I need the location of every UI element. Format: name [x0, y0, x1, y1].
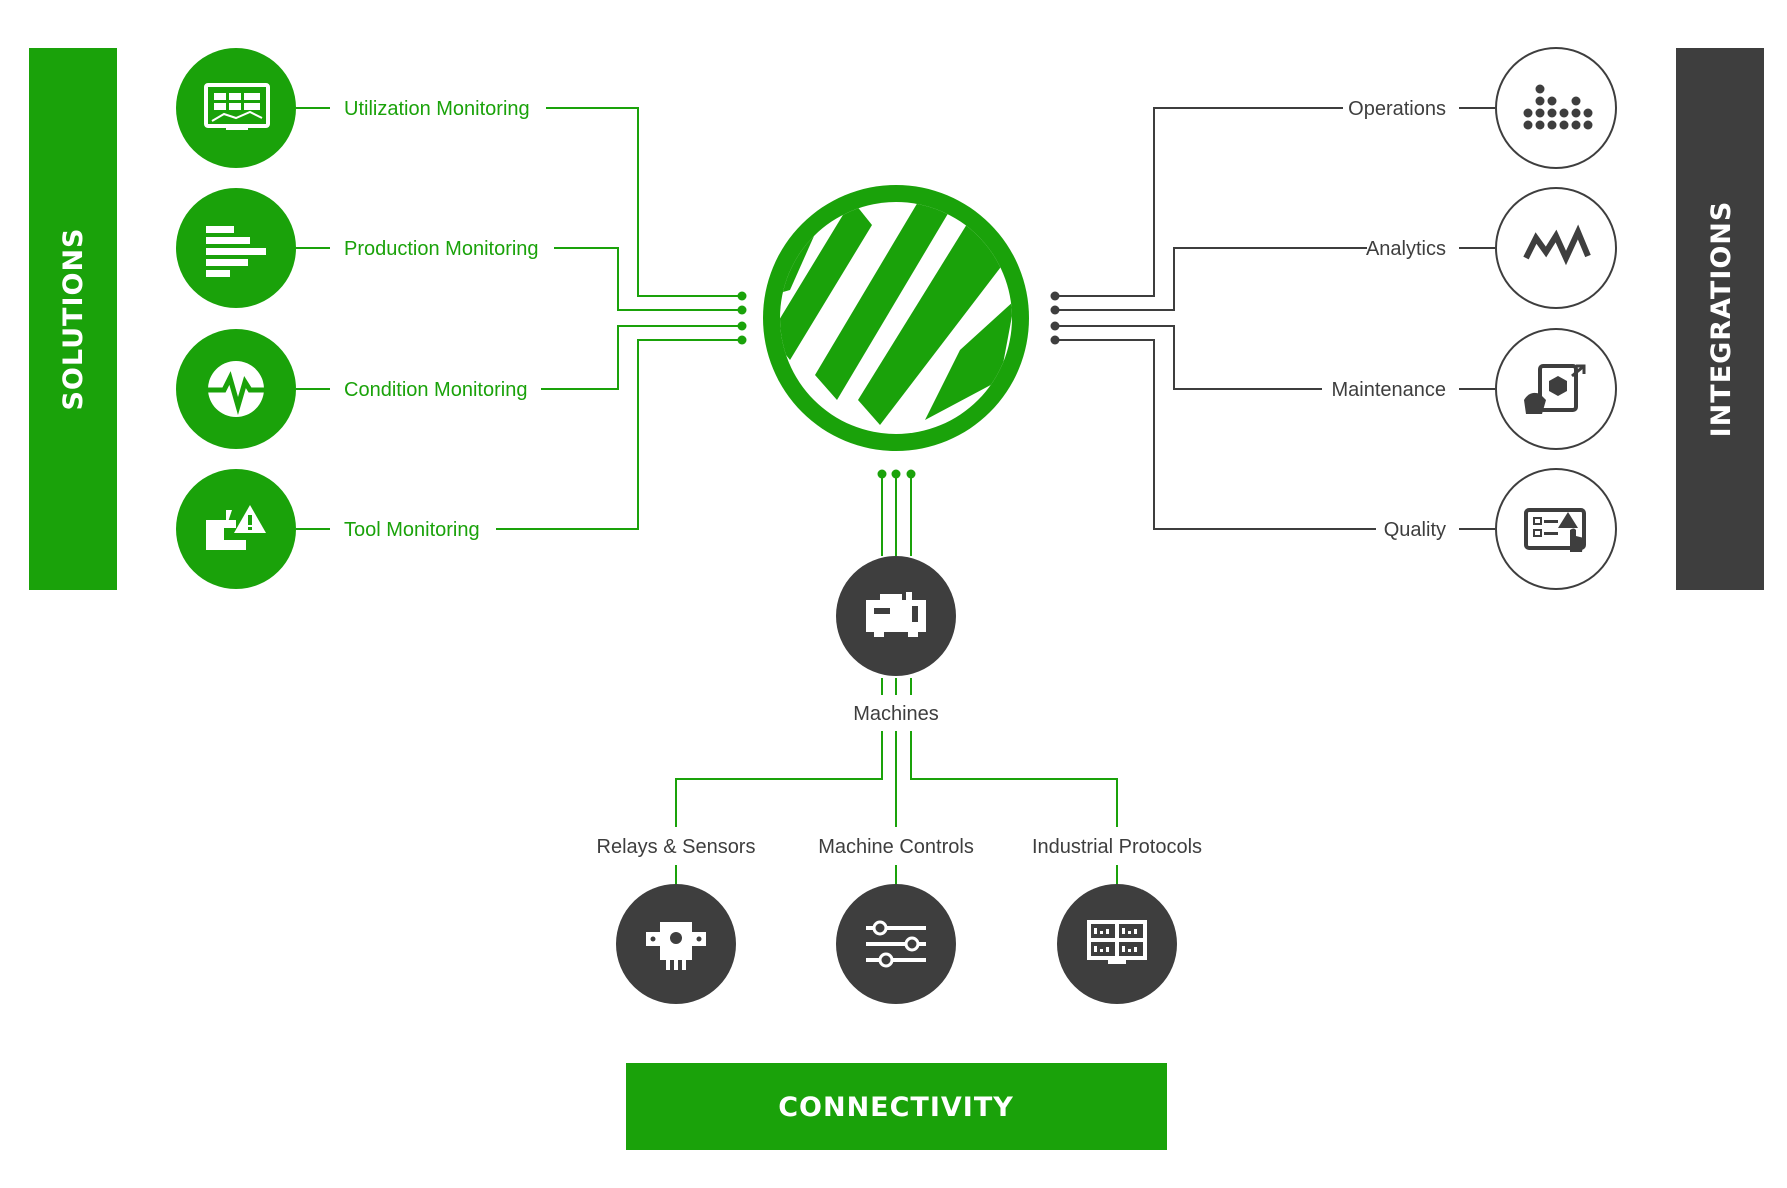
sensor-chip-icon: [646, 922, 706, 970]
dot-matrix-icon: [1523, 84, 1593, 130]
integrations-connectors: [1055, 107, 1495, 530]
integrations-band-title: INTEGRATIONS: [1706, 201, 1737, 438]
solution-label-production: Production Monitoring: [344, 238, 539, 260]
monitor-dashboard-icon: [204, 83, 270, 130]
integrations-connector-dots: [1050, 291, 1060, 345]
solution-label-condition: Condition Monitoring: [344, 379, 527, 401]
connectivity-band: CONNECTIVITY: [626, 1063, 1167, 1150]
solutions-band: SOLUTIONS: [29, 48, 117, 590]
connectivity-band-title: CONNECTIVITY: [778, 1092, 1014, 1123]
connectivity-label-controls: Machine Controls: [818, 836, 974, 858]
integration-node-quality[interactable]: [1495, 468, 1617, 590]
solutions-connector-dots: [737, 291, 747, 345]
slider-controls-icon: [866, 920, 926, 968]
machine-icon: [866, 592, 926, 637]
machines-connector-dots: [877, 469, 916, 479]
hand-tablet-icon: [1524, 364, 1586, 414]
integrations-band: INTEGRATIONS: [1676, 48, 1764, 590]
solution-node-tool[interactable]: [176, 469, 296, 589]
solution-node-condition[interactable]: [176, 329, 296, 449]
integration-label-operations: Operations: [1348, 98, 1446, 120]
machines-node[interactable]: [836, 556, 956, 676]
bar-list-icon: [206, 226, 266, 277]
solution-node-production[interactable]: [176, 188, 296, 308]
integration-node-analytics[interactable]: [1495, 187, 1617, 309]
solution-label-tool: Tool Monitoring: [344, 519, 480, 541]
solution-label-utilization: Utilization Monitoring: [344, 98, 530, 120]
connectivity-label-protocols: Industrial Protocols: [1032, 836, 1202, 858]
connectivity-node-protocols[interactable]: [1057, 884, 1177, 1004]
pulse-gauge-icon: [205, 361, 267, 417]
solutions-connectors: [296, 107, 742, 530]
tool-warning-icon: [206, 505, 266, 550]
solutions-band-title: SOLUTIONS: [58, 227, 89, 410]
connectivity-label-relays: Relays & Sensors: [597, 836, 756, 858]
protocol-screen-icon: [1087, 920, 1147, 964]
connectivity-node-relays[interactable]: [616, 884, 736, 1004]
checklist-tablet-icon: [1524, 508, 1586, 552]
connectivity-node-controls[interactable]: [836, 884, 956, 1004]
central-logo-icon: [763, 185, 1029, 451]
zigzag-chart-icon: [1523, 224, 1591, 266]
integration-label-analytics: Analytics: [1366, 238, 1446, 260]
integration-label-maintenance: Maintenance: [1331, 379, 1446, 401]
integration-node-maintenance[interactable]: [1495, 328, 1617, 450]
integration-label-quality: Quality: [1384, 519, 1446, 541]
machines-label: Machines: [853, 703, 939, 725]
solution-node-utilization[interactable]: [176, 48, 296, 168]
machines-connectors: [675, 474, 1118, 885]
integration-node-operations[interactable]: [1495, 47, 1617, 169]
